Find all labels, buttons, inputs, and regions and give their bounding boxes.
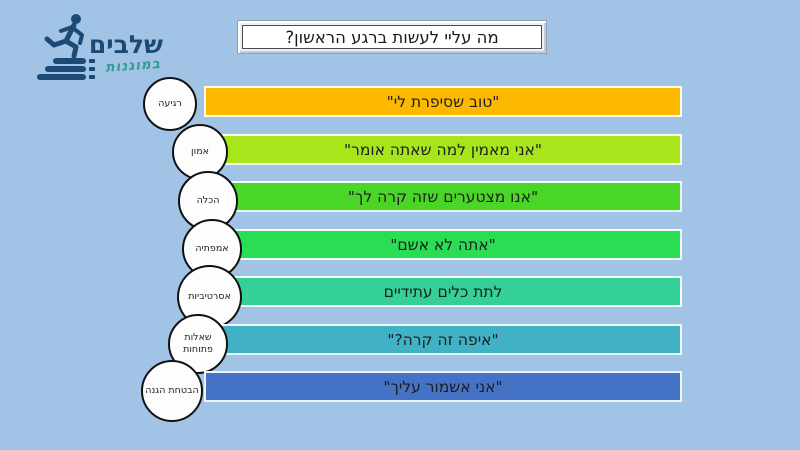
step-bar-label: "אני אשמור עליך" bbox=[383, 377, 503, 396]
runner-on-stairs-icon bbox=[37, 14, 95, 80]
logo-name: שלבים bbox=[88, 30, 163, 59]
step-bar: "אתה לא אשם" bbox=[204, 229, 682, 260]
step-bar: "אני אשמור עליך" bbox=[204, 371, 682, 402]
logo: שלבים במוגנות bbox=[35, 10, 165, 85]
title-box: מה עליי לעשות ברגע הראשון? bbox=[237, 20, 547, 54]
logo-tagline: במוגנות bbox=[104, 55, 162, 76]
step-bar: "אני מאמין למה שאתה אומר" bbox=[204, 134, 682, 165]
step-bar: "טוב שסיפרת לי" bbox=[204, 86, 682, 117]
step-bar-label: "אני מאמין למה שאתה אומר" bbox=[343, 140, 543, 159]
step-circle-label: רגיעה bbox=[143, 77, 197, 131]
step-circle-label: הבטחת הגנה bbox=[141, 360, 203, 422]
step-bar: "אנו מצטערים שזה קרה לך" bbox=[204, 181, 682, 212]
step-bar: "איפה זה קרה?" bbox=[204, 324, 682, 355]
step-bar-label: "אתה לא אשם" bbox=[390, 235, 496, 254]
step-bar-label: "טוב שסיפרת לי" bbox=[386, 92, 500, 111]
step-bar-label: "איפה זה קרה?" bbox=[387, 330, 499, 349]
step-bar-label: "אנו מצטערים שזה קרה לך" bbox=[347, 187, 539, 206]
step-bar-label: לתת כלים עתידיים bbox=[383, 282, 503, 301]
page-title: מה עליי לעשות ברגע הראשון? bbox=[242, 25, 542, 49]
step-bar: לתת כלים עתידיים bbox=[204, 276, 682, 307]
